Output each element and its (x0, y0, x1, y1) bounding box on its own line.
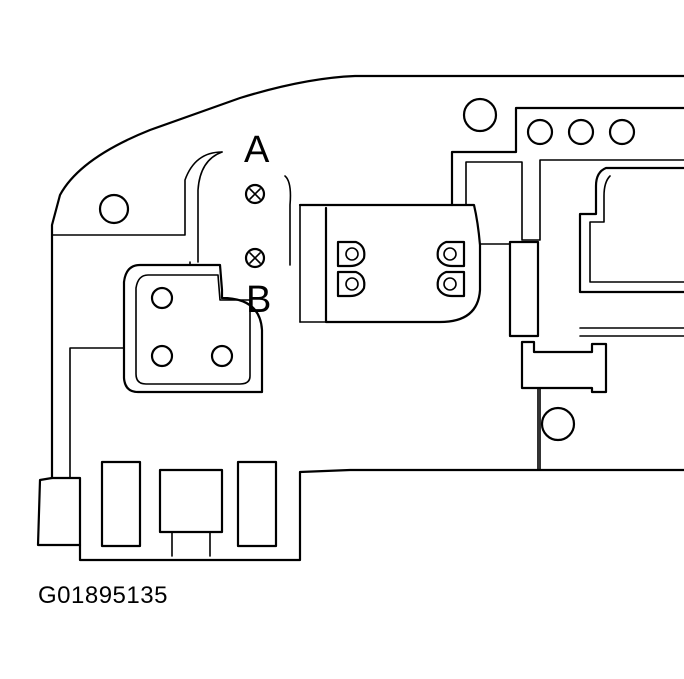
housing-outline (50, 74, 684, 562)
clip-top-left (336, 240, 366, 268)
horizontal-fuse (520, 340, 608, 394)
clip-top-right (436, 240, 466, 268)
bottom-fuse-middle-base (171, 531, 211, 557)
clip-bottom-right (436, 270, 466, 298)
middle-connector (298, 203, 482, 324)
left-bracket (69, 347, 125, 479)
side-tab (36, 476, 82, 547)
relay-hole-1 (150, 286, 174, 310)
housing-inner-edge (51, 151, 223, 236)
relay-block-outer (122, 263, 264, 394)
label-a: A (244, 129, 270, 171)
right-housing (578, 166, 684, 294)
clip-bottom-left (336, 270, 366, 298)
small-hole-2 (567, 118, 595, 146)
terminal-connector-right (284, 175, 292, 266)
vertical-fuse (508, 240, 540, 338)
relay-hole-3 (210, 344, 234, 368)
mount-hole-left (98, 193, 130, 225)
bottom-fuse-right (236, 460, 278, 548)
terminal-b-screw (244, 247, 266, 269)
terminal-a-screw (244, 183, 266, 205)
small-hole-3 (608, 118, 636, 146)
small-hole-1 (526, 118, 554, 146)
mount-hole-top-right (462, 97, 498, 133)
upper-right-inner (465, 159, 684, 241)
bottom-fuse-left (100, 460, 142, 548)
right-housing-inner (589, 175, 684, 283)
lower-right-frame (537, 327, 684, 471)
bottom-fuse-middle (158, 468, 224, 534)
figure-code: G01895135 (38, 582, 168, 609)
mount-hole-bottom-right (540, 406, 576, 442)
upper-right-frame (450, 106, 684, 207)
relay-hole-2 (150, 344, 174, 368)
label-b: B (246, 279, 271, 321)
terminal-connector (189, 151, 223, 266)
relay-block-inner (135, 274, 251, 385)
